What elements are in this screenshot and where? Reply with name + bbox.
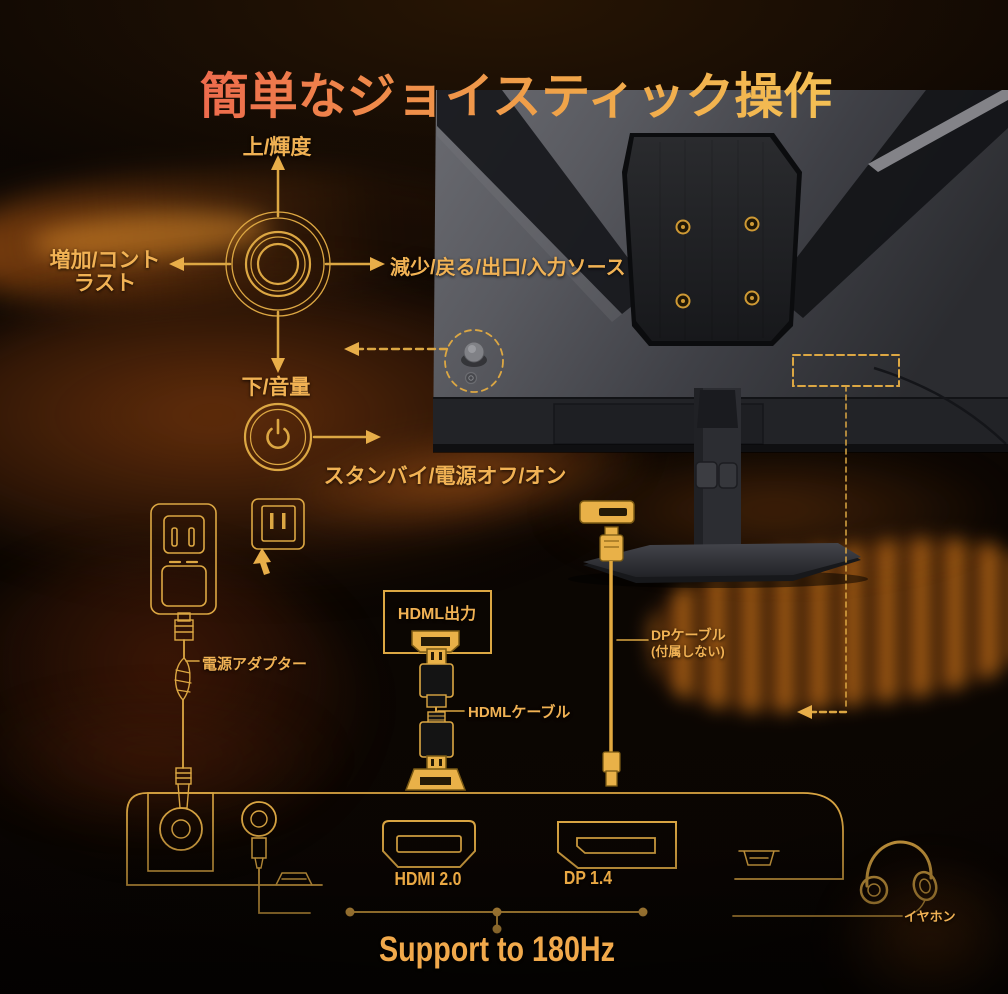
hdmi-source-label: HDML出力 — [397, 606, 477, 623]
page-title: 簡単なジョイスティック操作 — [200, 57, 833, 128]
joystick-left-label: 増加/コント ラスト — [49, 249, 161, 295]
support-refresh-rate-label: Support to 180Hz — [379, 930, 615, 969]
dp-cable-label: DPケーブル (付属しない) — [651, 627, 726, 659]
power-button-physical[interactable] — [464, 371, 478, 385]
outlet-arrow-icon — [253, 548, 271, 564]
hdmi-cable-label: HDMLケーブル — [468, 704, 571, 721]
switch-icon — [275, 872, 313, 886]
dp-port-icon[interactable] — [557, 821, 677, 869]
dp-cable-assembly — [579, 500, 635, 787]
power-icon — [266, 418, 290, 450]
port-panel — [126, 792, 844, 914]
hdmi-port-label: HDMI 2.0 — [394, 869, 462, 889]
headphones-icon — [859, 840, 938, 916]
dc-in-port — [159, 807, 203, 851]
cable-coil — [174, 657, 191, 702]
joystick-diagram — [180, 166, 374, 362]
joystick-left-label-line1: 増加/コント — [49, 249, 161, 272]
joystick-right-label: 減少/戻る/出口/入力ソース — [390, 257, 626, 279]
earphone-label: イヤホン — [904, 909, 956, 924]
dp-cable-label-line2: (付属しない) — [651, 643, 725, 659]
round-port — [241, 801, 277, 837]
power-adapter-label: 電源アダプター — [202, 656, 308, 673]
wall-outlet-icon — [251, 498, 305, 550]
dp-cable-label-line1: DPケーブル — [651, 627, 726, 643]
dp-port-label: DP 1.4 — [563, 868, 613, 888]
earphone-port-icon[interactable] — [738, 850, 780, 866]
standby-label: スタンバイ/電源オフ/オン — [323, 465, 567, 488]
joystick-down-label: 下/音量 — [241, 376, 311, 399]
joystick-left-label-line2: ラスト — [73, 271, 137, 295]
dc-port-frame — [147, 792, 214, 872]
monitor-back — [433, 90, 1008, 588]
audio-cable-path — [258, 867, 311, 914]
joystick-up-label: 上/輝度 — [242, 136, 312, 159]
